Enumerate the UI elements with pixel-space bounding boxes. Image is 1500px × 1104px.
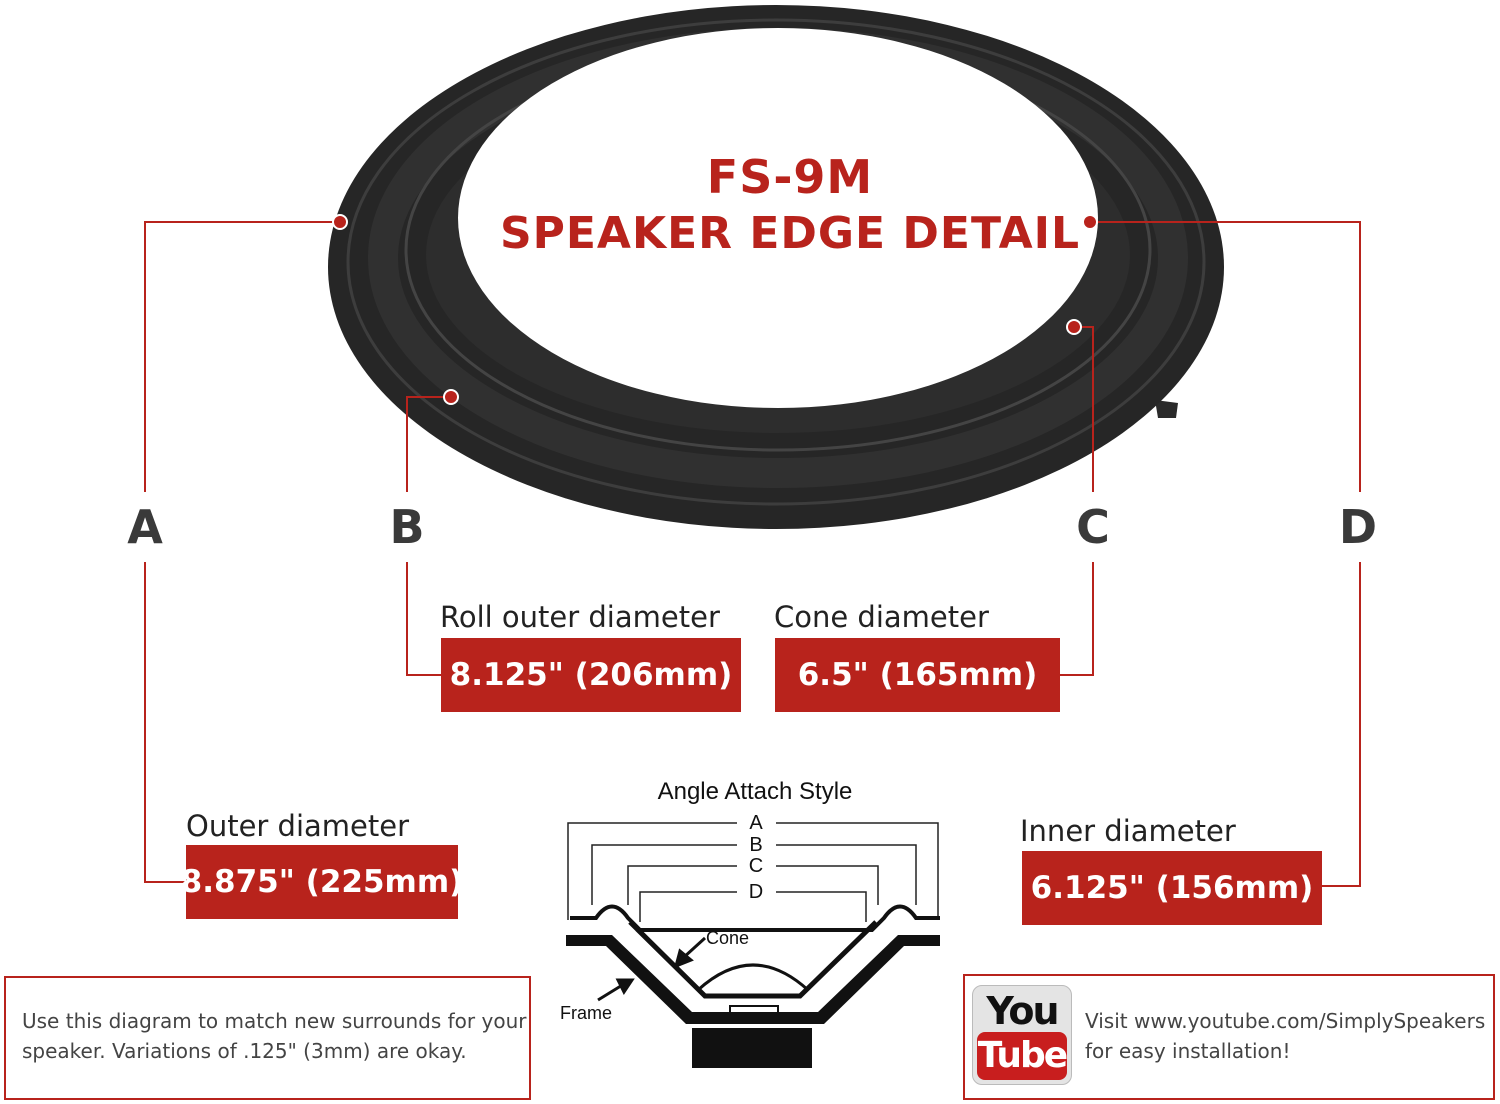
- outer-diameter-value: 8.875" (225mm): [181, 845, 463, 919]
- leader-c-bottom: [1060, 562, 1094, 676]
- cone-label: Cone: [706, 928, 750, 948]
- frame-label: Frame: [560, 1003, 613, 1023]
- cross-section-arrows: [597, 936, 707, 1002]
- outer-diameter-label: Outer diameter: [186, 809, 410, 843]
- attach-style-title: Angle Attach Style: [657, 778, 853, 805]
- surround-tab: [1155, 400, 1178, 418]
- letter-a: A: [127, 500, 163, 554]
- diagram-usage-note: Use this diagram to match new surrounds …: [4, 976, 531, 1100]
- attach-label-b: B: [749, 834, 763, 856]
- attach-dimension-lines: [567, 822, 939, 922]
- speaker-cross-section: [566, 904, 940, 1068]
- youtube-note-line-1[interactable]: Visit www.youtube.com/SimplySpeakers: [1085, 1009, 1486, 1033]
- leader-b-top: [406, 396, 451, 492]
- letter-b: B: [389, 500, 425, 554]
- usage-note-line-2: speaker. Variations of .125" (3mm) are o…: [22, 1039, 467, 1063]
- dot-c: [1066, 319, 1082, 335]
- youtube-logo-icon[interactable]: You Tube: [972, 985, 1072, 1085]
- leader-d-top: [1090, 221, 1361, 492]
- letter-c: C: [1076, 500, 1110, 554]
- youtube-logo-bottom: Tube: [977, 1032, 1068, 1080]
- leader-a-top: [144, 221, 340, 492]
- leader-dots: [332, 214, 1098, 405]
- cone-diameter-value: 6.5" (165mm): [775, 638, 1060, 712]
- roll-outer-diameter-value: 8.125" (206mm): [441, 638, 741, 712]
- attach-label-a: A: [749, 812, 763, 834]
- leader-a-bottom: [144, 562, 188, 883]
- page-title: SPEAKER EDGE DETAIL: [499, 208, 1081, 259]
- youtube-logo-top: You: [986, 989, 1059, 1033]
- surround-hole: [458, 28, 1098, 408]
- youtube-note-line-2: for easy installation!: [1085, 1039, 1291, 1063]
- inner-diameter-label: Inner diameter: [1020, 814, 1236, 848]
- cone-diameter-label: Cone diameter: [774, 600, 989, 634]
- dot-d: [1082, 214, 1098, 230]
- dot-b: [443, 389, 459, 405]
- product-code: FS-9M: [706, 150, 874, 204]
- usage-note-line-1: Use this diagram to match new surrounds …: [22, 1009, 527, 1033]
- attach-label-c: C: [748, 855, 764, 877]
- leader-lines: [144, 221, 1361, 887]
- speaker-surround: [328, 5, 1224, 529]
- dot-a: [332, 214, 348, 230]
- letter-d: D: [1338, 500, 1378, 554]
- leader-d-bottom: [1322, 562, 1361, 887]
- inner-diameter-value: 6.125" (156mm): [1022, 851, 1322, 925]
- roll-outer-diameter-label: Roll outer diameter: [440, 600, 720, 634]
- leader-b-bottom: [406, 562, 442, 676]
- attach-label-d: D: [748, 881, 764, 903]
